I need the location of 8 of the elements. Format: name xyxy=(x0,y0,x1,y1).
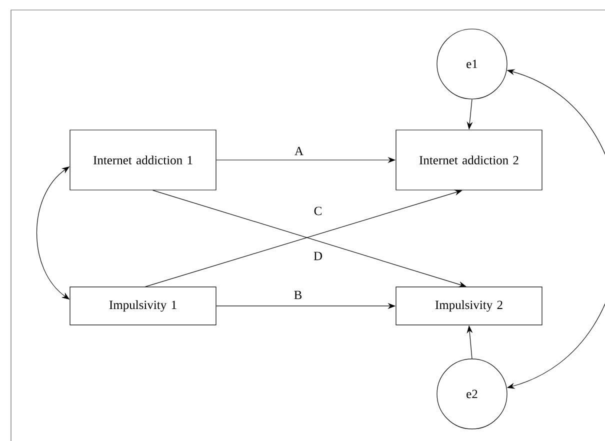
variable-box: Impulsivity 1 xyxy=(70,286,216,326)
edge-label: C xyxy=(312,206,324,216)
edge-label: B xyxy=(292,290,304,300)
variable-box: Impulsivity 2 xyxy=(396,286,542,326)
variable-box: Internet addiction 2 xyxy=(396,130,542,190)
edge-label: A xyxy=(294,146,305,156)
edge-label: D xyxy=(312,250,324,262)
variable-box: Internet addiction 1 xyxy=(70,130,216,190)
